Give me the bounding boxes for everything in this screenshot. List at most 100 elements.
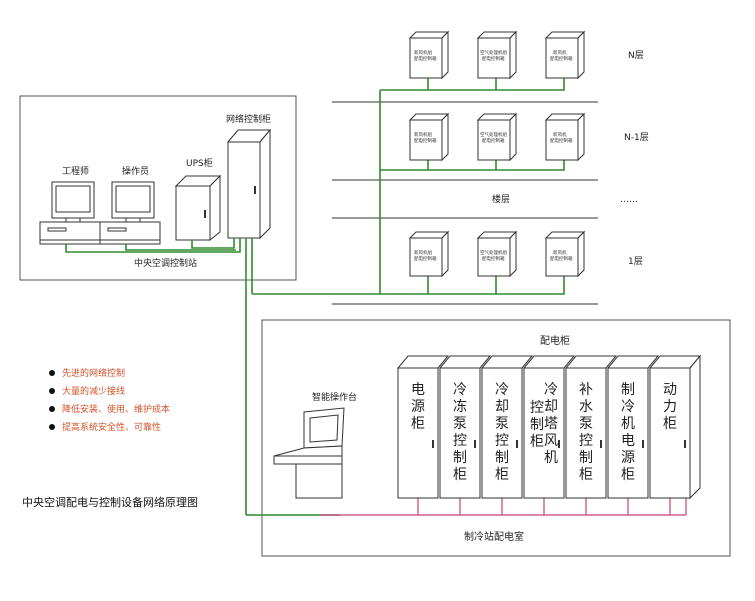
box-line1: 新风机 xyxy=(553,249,567,256)
box-line1: 新风机 xyxy=(553,49,567,56)
cabinet-label-char: 冻 xyxy=(453,398,467,415)
cabinet-label-char: 水 xyxy=(579,399,593,415)
box-line1: 新风机组 xyxy=(414,49,432,56)
floor-n-box-left: 新风机组 配电控制箱 xyxy=(408,30,450,80)
floor-1-label: 1层 xyxy=(628,256,643,267)
network-cabinet-label: 网络控制柜 xyxy=(226,113,271,125)
cabinet-label-char: 电 xyxy=(411,382,425,398)
ups-cabinet xyxy=(174,174,222,242)
feature-item: 降低安装、使用、维护成本 xyxy=(62,403,170,415)
floor-1-box-mid: 空气处理机组 配电控制箱 xyxy=(476,230,518,278)
floor-n1-box-left: 新风机组 配电控制箱 xyxy=(408,112,450,162)
box-line2: 配电控制箱 xyxy=(482,55,505,62)
box-line1: 空气处理机组 xyxy=(480,49,507,56)
cabinet-label-char: 风 xyxy=(544,433,558,449)
box-line1: 新风机 xyxy=(553,131,567,138)
cabinet-cooling-tower-fan xyxy=(522,355,576,499)
cabinet-makeup-pump xyxy=(564,355,618,499)
box-line2: 配电控制箱 xyxy=(482,255,505,262)
cabinet-label-char: 制 xyxy=(579,450,593,466)
power-room-frame xyxy=(261,319,731,557)
floor-n1-label: N-1层 xyxy=(624,132,649,143)
cabinet-cooling-pump xyxy=(480,355,534,499)
box-line2: 配电控制箱 xyxy=(550,137,573,144)
box-line2: 配电控制箱 xyxy=(482,137,505,144)
cabinet-label-char: 动 xyxy=(663,382,677,398)
box-line1: 新风机组 xyxy=(414,249,432,256)
power-bus xyxy=(320,497,687,516)
cabinet-label-char: 柜 xyxy=(530,434,544,450)
cabinet-label-char: 电 xyxy=(621,433,635,449)
floor-n-box-mid: 空气处理机组 配电控制箱 xyxy=(476,30,518,80)
diagram-title: 中央空调配电与控制设备网络原理图 xyxy=(22,495,198,509)
cabinet-label-char: 柜 xyxy=(453,467,467,483)
floor-1-box-left: 新风机组 配电控制箱 xyxy=(408,230,450,278)
cabinet-label-char: 塔 xyxy=(544,416,558,432)
cabinet-label-char: 控 xyxy=(495,433,509,449)
feature-item: 提高系统安全性、可靠性 xyxy=(62,421,161,433)
box-line2: 配电控制箱 xyxy=(414,137,437,144)
box-line2: 配电控制箱 xyxy=(414,255,437,262)
cabinet-label-char: 制 xyxy=(495,450,509,466)
floor-separators xyxy=(332,101,598,305)
cabinet-label-char: 控 xyxy=(579,433,593,449)
control-station-frame xyxy=(19,95,297,281)
feature-item: 大量的减少接线 xyxy=(62,385,125,397)
box-line2: 配电控制箱 xyxy=(550,55,573,62)
floor-n1-box-right: 新风机 配电控制箱 xyxy=(544,112,586,162)
cabinet-chilled-pump xyxy=(438,355,492,499)
floor-word-label: 楼层 xyxy=(492,193,510,205)
cabinet-label-char: 柜 xyxy=(663,416,677,432)
console-label: 智能操作台 xyxy=(312,391,357,403)
cabinet-label-char: 补 xyxy=(579,382,593,398)
ups-label: UPS柜 xyxy=(186,157,213,169)
cabinet-label-char: 制 xyxy=(621,382,635,398)
feature-list: 先进的网络控制 大量的减少接线 降低安装、使用、维护成本 提高系统安全性、可靠性 xyxy=(49,367,170,433)
operator-label: 操作员 xyxy=(122,165,149,177)
operator-computer xyxy=(99,181,161,245)
network-riser xyxy=(252,78,565,295)
cabinet-label-char: 冷 xyxy=(544,382,558,398)
box-line1: 新风机组 xyxy=(414,131,432,138)
engineer-label: 工程师 xyxy=(62,165,89,177)
cabinet-motive-power xyxy=(648,354,702,500)
cabinet-label-char: 柜 xyxy=(411,416,425,432)
cabinet-label-char: 冷 xyxy=(621,399,635,415)
cabinet-label-char: 冷 xyxy=(453,382,467,398)
cabinet-label-char: 冷 xyxy=(495,382,509,398)
cabinet-label-char: 却 xyxy=(495,399,509,415)
power-room-label: 制冷站配电室 xyxy=(464,530,524,543)
control-station-label: 中央空调控制站 xyxy=(134,257,197,269)
box-line2: 配电控制箱 xyxy=(550,255,573,262)
network-control-cabinet xyxy=(226,128,272,240)
cabinet-chiller-power xyxy=(606,355,660,499)
cabinet-row xyxy=(396,354,702,500)
cabinet-label-char: 柜 xyxy=(495,467,509,483)
network-bus-station xyxy=(65,238,253,515)
intelligent-console xyxy=(273,407,345,499)
box-line2: 配电控制箱 xyxy=(414,55,437,62)
feature-item: 先进的网络控制 xyxy=(62,367,125,379)
cabinet-label-char: 柜 xyxy=(579,467,593,483)
floor-1-box-right: 新风机 配电控制箱 xyxy=(544,230,586,278)
cabinet-label-char: 源 xyxy=(621,450,635,466)
cabinet-label-char: 控 xyxy=(530,400,544,416)
floor-n1-box-mid: 空气处理机组 配电控制箱 xyxy=(476,112,518,162)
cabinet-label-char: 机 xyxy=(621,416,635,432)
cabinet-label-char: 控 xyxy=(453,433,467,449)
cabinet-label-char: 却 xyxy=(544,399,558,415)
panel-title: 配电柜 xyxy=(540,334,570,347)
box-line1: 空气处理机组 xyxy=(480,131,507,138)
floor-n-label: N层 xyxy=(628,50,644,61)
cabinet-label-char: 柜 xyxy=(621,467,635,483)
cabinet-label-char: 机 xyxy=(544,450,558,466)
floor-n-box-right: 新风机 配电控制箱 xyxy=(544,30,586,80)
cabinet-label-char: 泵 xyxy=(579,416,593,432)
floor-dots: …… xyxy=(620,195,638,205)
box-line1: 空气处理机组 xyxy=(480,249,507,256)
cabinet-label-char: 制 xyxy=(453,450,467,466)
cabinet-label-char: 力 xyxy=(663,399,677,415)
cabinet-label-char: 泵 xyxy=(453,416,467,432)
